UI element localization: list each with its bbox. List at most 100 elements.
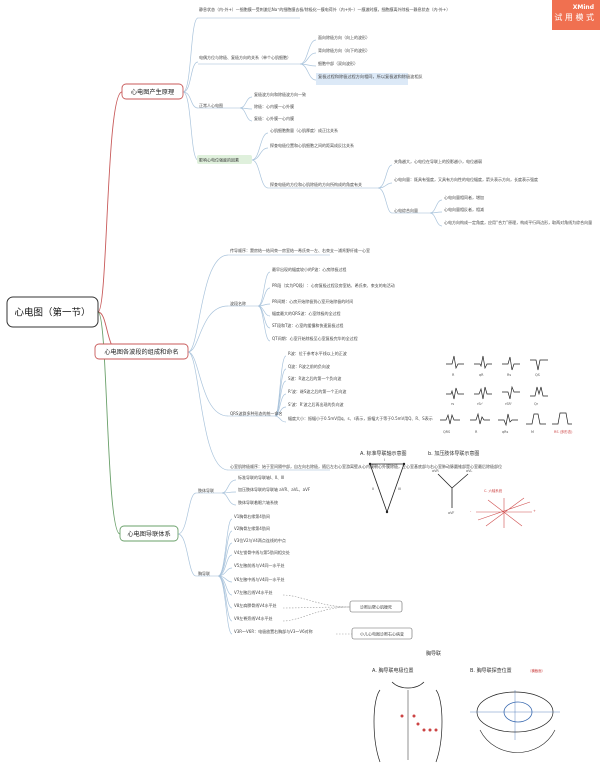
branch-principle-label: 心电图产生原理 <box>131 88 174 96</box>
b3-chest-items: V1胸骨右缘第4肋间 V2胸骨左缘第4肋间 V3位V2与V4两点连线的中点 V4… <box>234 513 313 634</box>
augmented-lead-sketch: b. 加压肢体导联示意图 aVR aVL aVF C. 六轴系统 + - <box>428 450 536 528</box>
wave-sketch <box>552 412 572 425</box>
branch-waves[interactable]: 心电图各波段的组成和命名 <box>94 343 189 360</box>
b1-rel-item-3: 复极过程和除极过程方向相同，所以复极波和除极波相反 <box>318 73 423 80</box>
wave-sketch <box>530 386 548 397</box>
hex-avf: aVF <box>448 511 454 515</box>
wave-sketch <box>526 413 546 425</box>
branch-principle[interactable]: 心电图产生原理 <box>121 83 184 100</box>
b1-factor-item-2: 探查电极的方位和心肌除极的方向所构成的角度有关 <box>270 181 362 187</box>
b2-names-item-4: ST段和T波：心室的缓慢和快速复极过程 <box>272 322 343 328</box>
branch-leads[interactable]: 心电图导联体系 <box>119 525 179 542</box>
wave-label-0: R <box>452 373 455 377</box>
b1-factor-item-1: 探查电极位置和心肌细胞之间的距离成反比关系 <box>270 142 354 148</box>
b3-tag2-label: 小儿心电图诊断右心病变 <box>360 631 404 637</box>
b3-chest-item-0: V1胸骨右缘第4肋间 <box>234 513 270 519</box>
connector-central-b1 <box>97 91 123 313</box>
b1-angle-item-1: 心电向量：既具有强度，又具有方向性的电位幅度，箭头表示方向，长度表示强度 <box>394 176 538 182</box>
b3-chest-item-4: V5左腋前线与V4同一水平处 <box>234 562 285 568</box>
b1-combined-item-1: 心电向量相反者，相减 <box>444 206 484 212</box>
b1-normal-items: 复极波方向和除极波方向一致 除极：心内膜—心外膜 复极：心外膜—心内膜 <box>254 91 306 121</box>
b3-limb-item-1: 加压肢体导联的导联轴 aVR、aVL、aVF <box>238 486 311 492</box>
b2-qrs-item-1: Q波：R波之前的负向波 <box>288 363 330 369</box>
central-topic[interactable]: 心电图（第一节） <box>6 296 99 328</box>
b1-rel-item-0: 面向除极方向（向上的波形） <box>318 34 370 40</box>
wave-sketch <box>530 359 548 371</box>
b2-names-text: 波段名称 <box>230 300 246 306</box>
wave-sketch <box>470 412 490 425</box>
wave-sketch <box>502 385 520 400</box>
b1-normal-item-0: 复极波方向和除极波方向一致 <box>254 91 306 97</box>
b1-resting-text: 静息状态（内-外+）—细胞膜一受刺激后Na⁺的细胞膜去极/除极化—膜电荷外（内+… <box>199 6 450 12</box>
b1-normal-item-2: 复极：心外膜—心内膜 <box>254 115 294 121</box>
connector-central-b3 <box>97 311 121 535</box>
b2-sequence-topic[interactable]: 传导顺序：窦房结—结间束—房室结—希氏束—左、右束支—浦肯野纤维—心室 <box>230 247 370 253</box>
b1-relation-topic[interactable]: 电偶方位与除极、复极方向的关系（单个心肌细胞） <box>199 54 291 60</box>
b2-names-topic[interactable]: 波段名称 <box>230 300 246 306</box>
b3-tag1-label: 诊断后壁心肌梗死 <box>360 604 392 610</box>
b2-qrs-items: R波：位于参考水平线以上的正波 Q波：R波之前的负向波 S波：R波之后的第一个负… <box>288 350 433 421</box>
trial-mode-badge: XMind 试 用 模 式 <box>552 0 600 30</box>
central-topic-label: 心电图（第一节） <box>14 307 90 319</box>
b1-resting-topic[interactable]: 静息状态（内-外+）—细胞膜一受刺激后Na⁺的细胞膜去极/除极化—膜电荷外（内+… <box>199 6 450 12</box>
b3-chest-item-3: V4左锁骨中线与第5肋间相交处 <box>234 549 290 555</box>
b3-tag-pediatric[interactable]: 小儿心电图诊断右心病变 <box>351 627 413 640</box>
b3-chest-item-7: V8左肩胛骨线V4水平处 <box>234 602 277 608</box>
wave-sketch <box>498 413 518 427</box>
b1-factors-topic[interactable]: 影响心电位强度的因素 <box>197 155 252 164</box>
b3-chest-item-9: V3R～V6R：电极放置右胸部与V3～V6对称 <box>234 628 313 634</box>
chest-lead-sketches: 胸导联 A. 胸导联电极位置 B. 胸导联探查位置 （横截面） <box>372 650 560 763</box>
branch-leads-label: 心电图导联体系 <box>127 530 170 538</box>
b1-factor-item-0: 心肌细胞数量（心肌厚度）成正比关系 <box>270 127 338 133</box>
b3-limb-item-0: 标准导联的导联轴Ⅰ、Ⅱ、Ⅲ <box>238 474 284 480</box>
standard-lead-triangle-sketch: A. 标准导联轴示意图 I II III <box>360 450 407 514</box>
b1-rel-item-2: 细胞中部（双向波形） <box>318 60 358 66</box>
b2-qrs-text: QRS波群多种形态的统一命名 <box>230 410 282 416</box>
b1-connectors <box>182 17 443 227</box>
b3-limb-text: 肢体导联 <box>198 487 214 493</box>
wave-label-3: QS <box>535 373 540 377</box>
b2-names-items: 最早出现的幅度较小的P波：心房除极过程 PR段（实为PQ段）：心房复极过程及房室… <box>272 266 395 341</box>
qrs-waveform-sketches: R qR Rs QS rs rSr' rSR' Qr QRS R qRs M R… <box>440 355 573 434</box>
wave-label-2: Rs <box>507 373 511 377</box>
wave-label-6: rSR' <box>505 402 512 406</box>
b3-tag-posterior-mi[interactable]: 诊断后壁心肌梗死 <box>349 600 403 613</box>
b3-chest-topic[interactable]: 胸导联 <box>198 570 210 576</box>
branch-waves-label: 心电图各波段的组成和命名 <box>104 348 178 356</box>
chest-sketch-b-title: B. 胸导联探查位置 <box>470 667 512 674</box>
b2-qrs-topic[interactable]: QRS波群多种形态的统一命名 <box>230 410 282 416</box>
wave-sketch <box>474 386 492 400</box>
wave-sketch <box>474 355 492 370</box>
b1-normal-topic[interactable]: 正常人心电图 <box>199 102 223 108</box>
wave-label-10: qRs <box>502 430 509 434</box>
wave-label-7: Qr <box>534 402 539 406</box>
b2-names-item-1: PR段（实为PQ段）：心房复极过程及房室结、希氏束、束支的电活动 <box>272 282 395 288</box>
wave-label-5: rSr' <box>477 402 483 406</box>
wave-sketch <box>502 356 520 371</box>
b2-sequence-text: 传导顺序：窦房结—结间束—房室结—希氏束—左、右束支—浦肯野纤维—心室 <box>230 247 370 253</box>
b1-normal-text: 正常人心电图 <box>199 102 223 108</box>
b1-angle-items: 夹角越大，心电位在导联上的投影越小，电位越弱 心电向量：既具有强度，又具有方向性… <box>394 158 538 182</box>
wave-label-8: QRS <box>443 430 450 434</box>
b1-relation-items: 面向除极方向（向上的波形） 背向除极方向（向下的波形） 细胞中部（双向波形） 复… <box>316 34 423 85</box>
wave-label-extra: RS (多形态) <box>554 429 573 434</box>
hex-avr: aVR <box>432 469 439 473</box>
wave-label-4: rs <box>451 402 454 406</box>
b3-limb-topic[interactable]: 肢体导联 <box>198 487 214 493</box>
wave-label-1: qR <box>479 373 484 377</box>
hex-minus: - <box>470 509 472 513</box>
b1-combined-item-2: 心电方向构成一定角度，应用“合力”原理，构成平行四边形，取两对角线为综合向量 <box>444 219 592 225</box>
b2-names-item-5: QT间期：心室开始除极至心室复极完毕的全过程 <box>272 335 358 341</box>
svg-text:静息状态（内-外+）—细胞膜一受刺激后Na⁺的细胞膜去极/除: 静息状态（内-外+）—细胞膜一受刺激后Na⁺的细胞膜去极/除极化—膜电荷外（内+… <box>199 6 450 12</box>
badge-brand: XMind <box>572 4 594 11</box>
tri-lead-iii: III <box>398 487 401 491</box>
b1-combined-topic[interactable]: 心电综合向量 <box>394 207 418 213</box>
b3-chest-item-6: V7左腋后线V4水平处 <box>234 589 273 595</box>
b2-names-item-3: 幅度最大的QRS波：心室除极的全过程 <box>272 310 340 316</box>
b2-qrs-item-4: S'波：R'波之后再出现的负向波 <box>288 401 344 407</box>
wave-sketch <box>446 387 464 400</box>
b2-note-topic[interactable]: 心室肌除极顺序：始于室间隔中部，自左向右除极，随后左右心室游离壁从心内膜朝心外膜… <box>230 463 502 469</box>
b3-chest-item-2: V3位V2与V4两点连线的中点 <box>234 537 286 543</box>
b1-angle-item-0: 夹角越大，心电位在导联上的投影越小，电位越弱 <box>394 158 482 164</box>
